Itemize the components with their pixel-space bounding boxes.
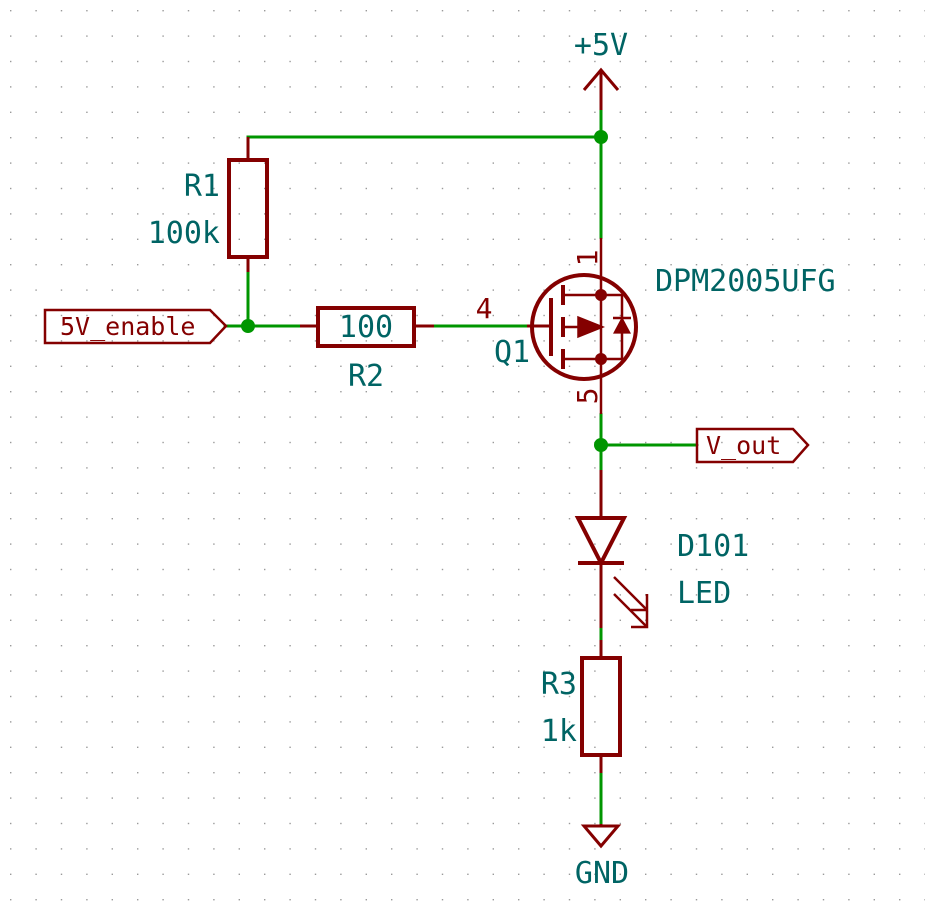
net-label-v-out[interactable]: V_out	[695, 427, 810, 464]
power-5v-label: +5V	[574, 28, 628, 63]
led-d101[interactable]: D101 LED	[574, 470, 749, 629]
net-label-v-out-text: V_out	[706, 431, 781, 460]
junction-input	[241, 319, 255, 333]
r1-value: 100k	[148, 216, 220, 251]
r1-reference: R1	[184, 169, 220, 204]
resistor-r3[interactable]: R3 1k	[541, 640, 622, 773]
gnd-label: GND	[575, 856, 629, 891]
wire-top-rail	[246, 135, 603, 162]
net-label-5v-enable[interactable]: 5V_enable	[43, 308, 228, 345]
mosfet-q1[interactable]: 4 1 5 Q1 DPM2005UFG	[476, 238, 836, 414]
power-symbol-gnd[interactable]: GND	[575, 824, 629, 891]
r3-reference: R3	[541, 667, 577, 702]
junction-vout	[594, 438, 608, 452]
q1-value: DPM2005UFG	[655, 264, 836, 299]
r3-value: 1k	[541, 714, 577, 749]
q1-reference: Q1	[494, 335, 530, 370]
d101-reference: D101	[677, 529, 749, 564]
junction-top	[594, 130, 608, 144]
power-symbol-5v[interactable]: +5V	[574, 28, 628, 110]
q1-pin-source-number: 1	[571, 250, 604, 267]
net-label-5v-enable-text: 5V_enable	[60, 312, 195, 341]
wires	[223, 108, 699, 826]
q1-pin-gate-number: 4	[476, 292, 493, 325]
resistor-r2[interactable]: 100 R2	[300, 306, 434, 394]
q1-pin-drain-number: 5	[571, 388, 604, 405]
resistor-r1[interactable]: R1 100k	[148, 137, 269, 272]
r2-reference: R2	[348, 359, 384, 394]
grid-dots	[10, 10, 925, 901]
r2-value: 100	[339, 310, 393, 345]
d101-value: LED	[677, 576, 731, 611]
